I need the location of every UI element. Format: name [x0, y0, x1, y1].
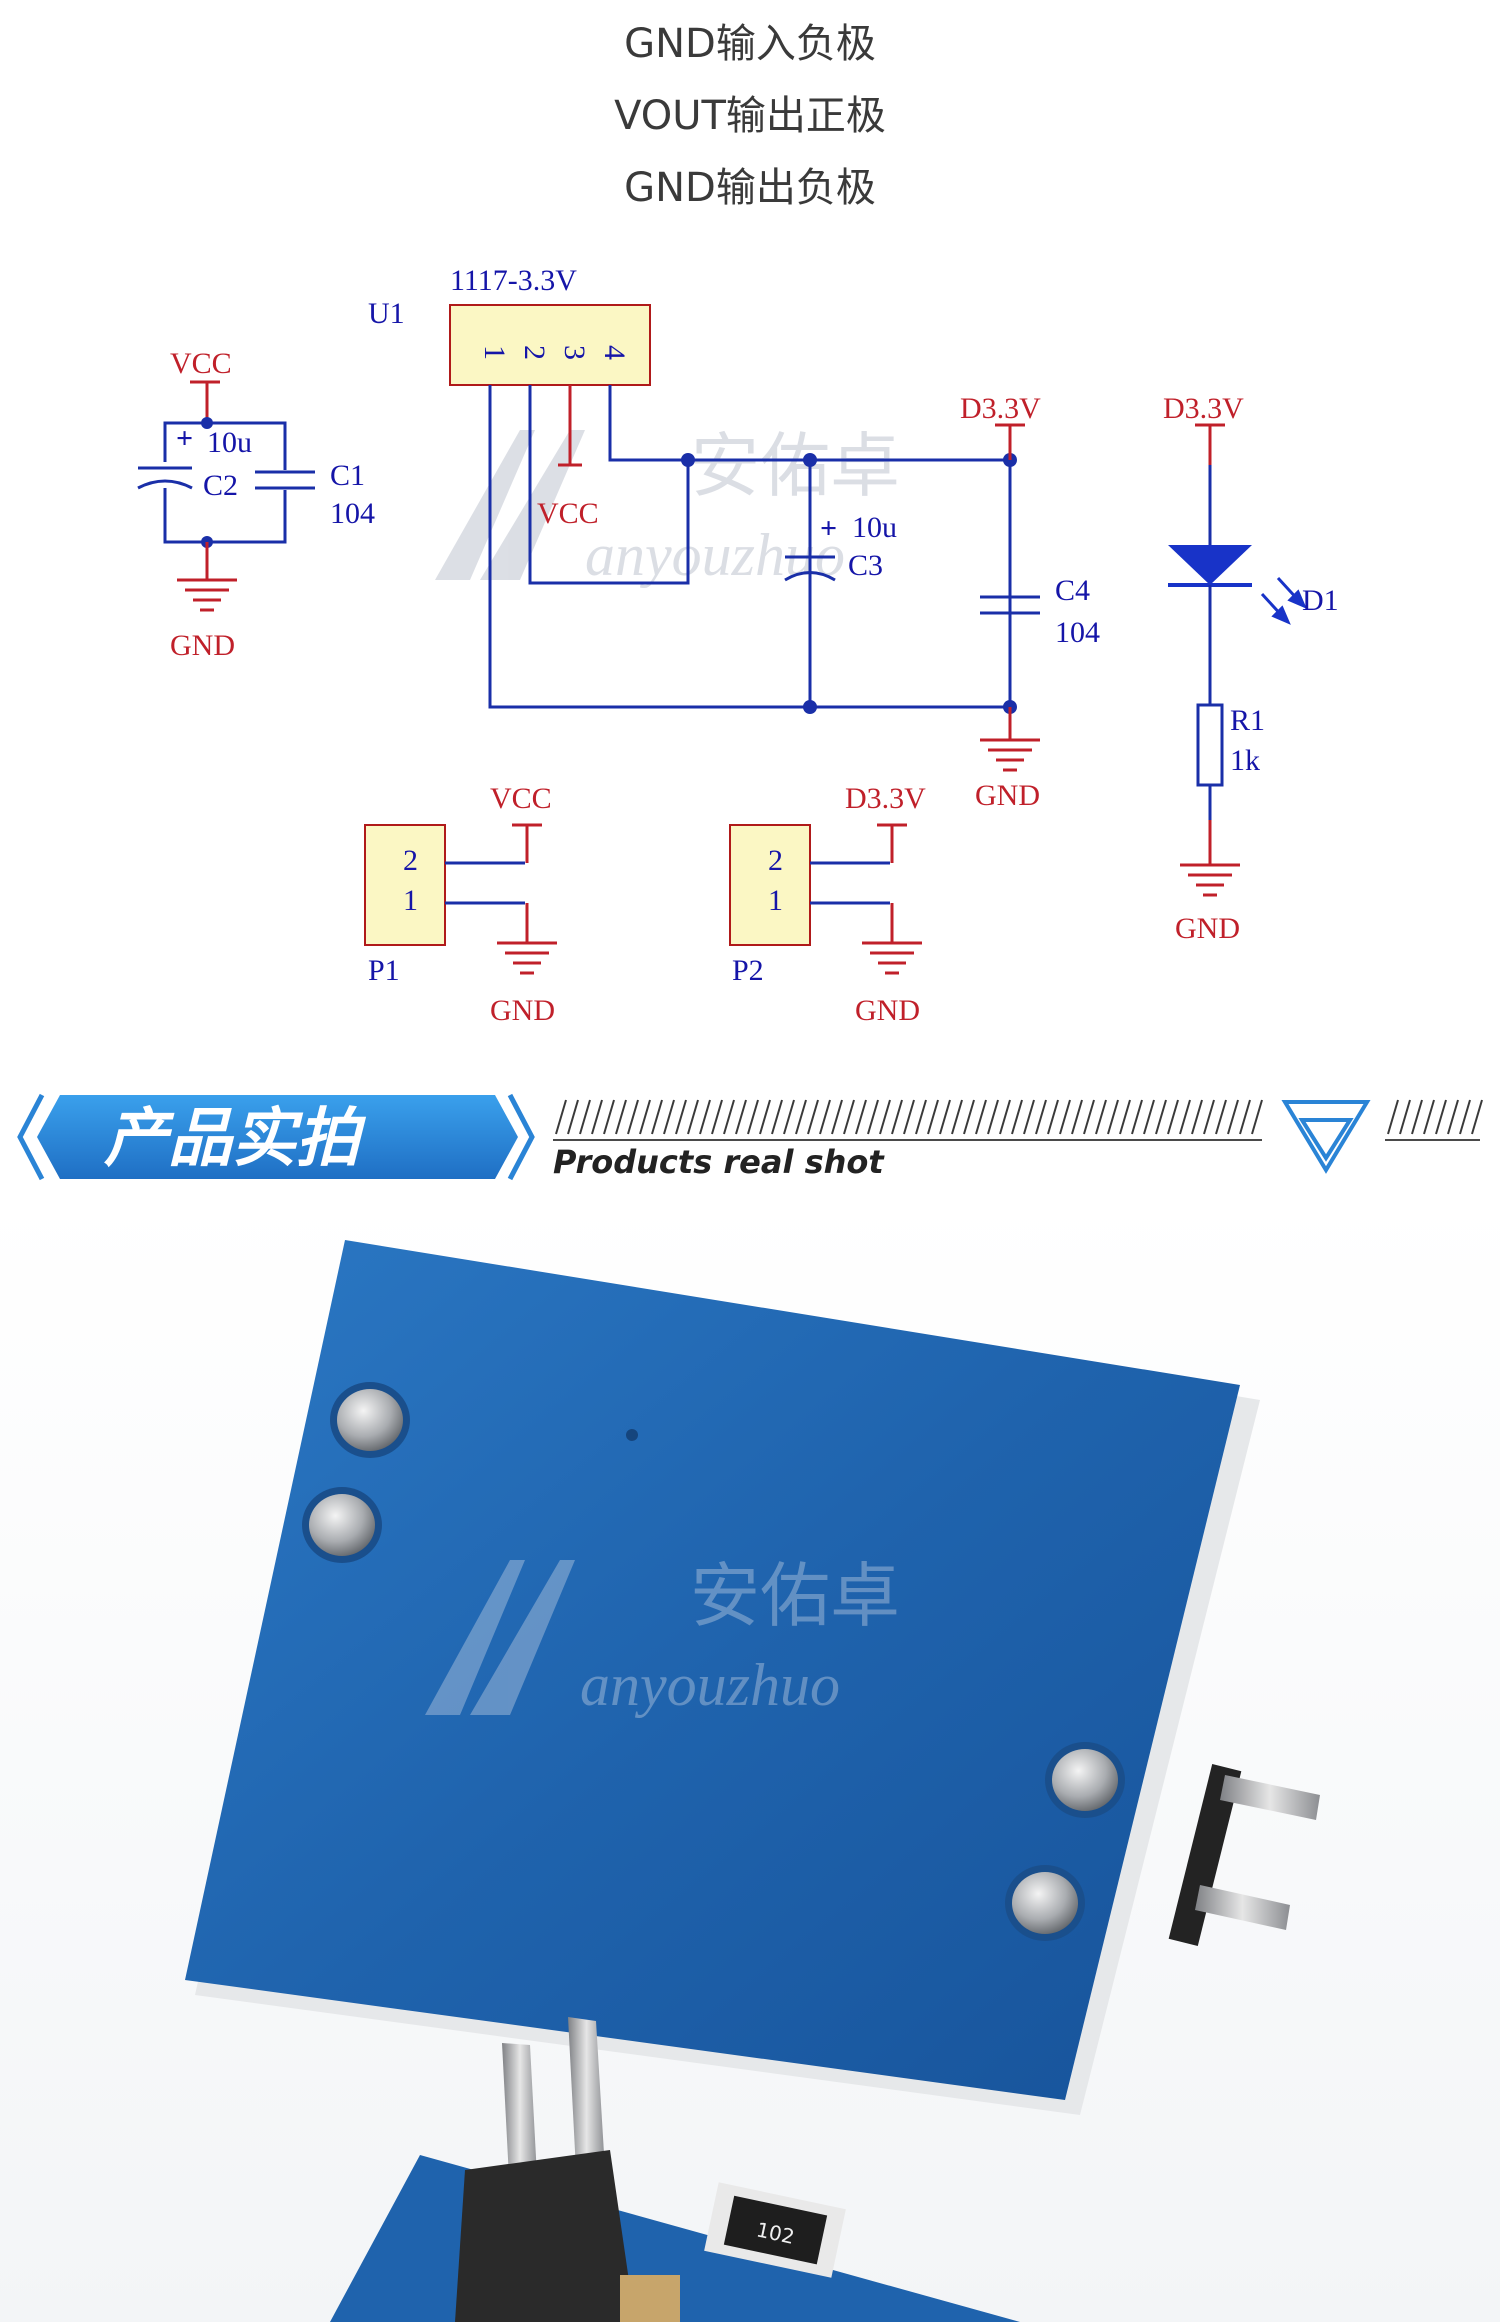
c3-value-label: 10u [852, 511, 897, 544]
r1-resistor-body [1196, 703, 1224, 787]
p1-gnd-symbol [497, 903, 557, 975]
p2-d33-power [877, 823, 907, 863]
d33-label-c4: D3.3V [960, 392, 1041, 425]
c4-name-label: C4 [1055, 574, 1090, 607]
header-pin-base [455, 2150, 635, 2322]
header-pin-left [502, 2043, 538, 2197]
gnd-symbol-input [177, 542, 237, 612]
gnd-symbol-c4 [980, 707, 1040, 772]
d33-label-led: D3.3V [1163, 392, 1244, 425]
p2-gnd-symbol [862, 903, 922, 975]
p1-vcc-power [512, 823, 542, 863]
p1-pin-1: 1 [403, 884, 418, 917]
c3-plus-sign: + [820, 512, 837, 545]
d1-emission-arrows [1260, 576, 1307, 625]
c1-value-label: 104 [330, 497, 375, 530]
c4-capacitor [980, 595, 1040, 615]
c2-value-label: 10u [207, 426, 252, 459]
r1-value-label: 1k [1230, 744, 1260, 777]
c1-capacitor [255, 470, 315, 490]
header-line-gnd-output: GND输出负极 [624, 165, 876, 211]
p1-pin-2: 2 [403, 844, 418, 877]
section-banner: 产品实拍 Products real shot [17, 1093, 1483, 1181]
header-line-vout-output: VOUT输出正极 [614, 93, 886, 139]
banner-left-chevron [17, 1093, 45, 1181]
u1-pin-3: 3 [558, 345, 591, 360]
photo-watermark-cn: 安佑卓 [690, 1559, 900, 1636]
c2-capacitor [135, 462, 195, 490]
c2-name-label: C2 [203, 469, 238, 502]
c2-plus-sign: + [176, 422, 193, 455]
u1-pin-1: 1 [478, 345, 511, 360]
watermark-logo [435, 430, 585, 580]
p2-name-label: P2 [732, 954, 764, 987]
header-text: GND输入负极 VOUT输出正极 GND输出负极 [0, 0, 1500, 224]
c1-name-label: C1 [330, 459, 365, 492]
gnd-symbol-led [1180, 820, 1240, 897]
u1-part-label: 1117-3.3V [450, 264, 577, 297]
photo-watermark: 安佑卓 anyouzhuo [425, 1559, 900, 1718]
watermark-cn: 安佑卓 [690, 429, 900, 506]
p2-pin-2: 2 [768, 844, 783, 877]
p1-vcc-label: VCC [490, 782, 552, 815]
r1-name-label: R1 [1230, 704, 1265, 737]
p2-wires [810, 861, 890, 905]
p2-connector: 2 1 P2 [729, 824, 811, 987]
watermark: 安佑卓 anyouzhuo [435, 429, 900, 588]
vcc-stub-input [190, 380, 220, 420]
input-cap-wires [163, 421, 287, 544]
header-line-gnd-input: GND输入负极 [624, 21, 876, 67]
d33-bar-c4 [995, 423, 1025, 460]
u1-pin-2: 2 [518, 345, 551, 360]
d1-led-triangle [1168, 545, 1252, 585]
banner-title-plate [37, 1095, 518, 1179]
circuit-schematic: 安佑卓 anyouzhuo 1117-3.3V U1 1 2 3 4 VCC +… [135, 264, 1339, 1027]
u1-pin-4: 4 [598, 345, 631, 360]
gnd-label-input: GND [170, 629, 235, 662]
p2-pin-1: 1 [768, 884, 783, 917]
vcc-label-input: VCC [170, 347, 232, 380]
watermark-en: anyouzhuo [585, 522, 845, 588]
p2-d33-label: D3.3V [845, 782, 926, 815]
p1-connector: 2 1 P1 [364, 824, 446, 987]
smd-component [620, 2275, 680, 2322]
c3-name-label: C3 [848, 549, 883, 582]
p2-gnd-label: GND [855, 994, 920, 1027]
p1-wires [445, 861, 525, 905]
banner-right-chevron [507, 1093, 535, 1181]
u1-vcc-label: VCC [537, 497, 599, 530]
p1-name-label: P1 [368, 954, 400, 987]
banner-subtitle: Products real shot [553, 1143, 885, 1181]
smd-resistor: 102 [704, 2182, 846, 2278]
gnd-label-c4: GND [975, 779, 1040, 812]
u1-name-label: U1 [368, 297, 405, 330]
pcb-via-hole [626, 1429, 638, 1441]
u1-regulator-body [449, 304, 651, 386]
c4-value-label: 104 [1055, 616, 1100, 649]
d1-name-label: D1 [1302, 584, 1339, 617]
right-angle-pins [1168, 1764, 1320, 1946]
photo-watermark-en: anyouzhuo [580, 1652, 840, 1718]
pcb-board-main [185, 1240, 1240, 2100]
c3-capacitor [784, 555, 836, 582]
photo-watermark-logo [425, 1560, 575, 1715]
banner-title: 产品实拍 [104, 1102, 367, 1176]
p1-gnd-label: GND [490, 994, 555, 1027]
banner-hatch-marks [555, 1099, 1483, 1135]
banner-triangle-icon [1281, 1100, 1371, 1174]
u1-wires [488, 385, 1012, 709]
header-pin-right [568, 2017, 605, 2170]
solder-joints [302, 1382, 1125, 1941]
product-photo: 安佑卓 anyouzhuo 102 [0, 1195, 1500, 2322]
gnd-label-led: GND [1175, 912, 1240, 945]
